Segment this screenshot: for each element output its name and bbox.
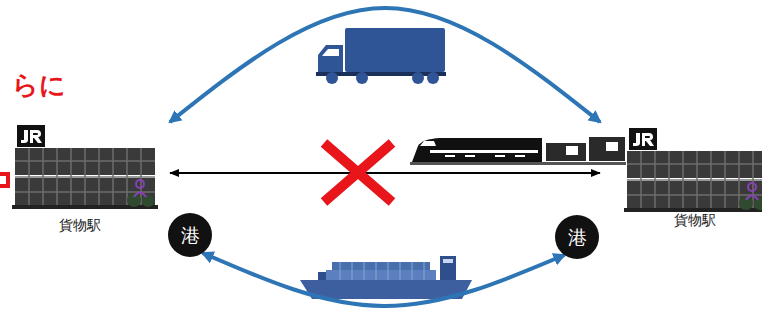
cut-text-fragment	[0, 174, 8, 186]
ship-icon	[440, 256, 456, 280]
truck-icon	[345, 28, 445, 72]
transport-arc-arrow	[203, 253, 565, 306]
ship-icon	[326, 270, 436, 280]
train-icon	[606, 142, 618, 151]
port-circle: 港	[168, 213, 212, 257]
cross-mark	[324, 143, 392, 202]
cross-mark	[324, 143, 392, 202]
train-icon	[430, 150, 538, 153]
port-circle: 港	[555, 215, 599, 259]
ship-icon	[340, 262, 424, 280]
truck-icon	[427, 72, 439, 84]
truck-icon	[322, 49, 339, 56]
station-building	[624, 128, 762, 212]
note-text: らに	[12, 68, 66, 103]
train-icon	[589, 137, 625, 161]
ship-icon	[318, 272, 326, 280]
train-icon	[420, 141, 436, 146]
truck-icon	[356, 72, 368, 84]
port-label: 港	[555, 215, 599, 259]
truck-icon	[326, 72, 338, 84]
train-icon	[445, 155, 525, 157]
train-icon	[410, 162, 626, 165]
port-label: 港	[168, 213, 212, 257]
train-icon	[566, 146, 578, 155]
station-node: 貨物駅	[600, 122, 762, 232]
station-building	[12, 125, 158, 209]
train-icon	[546, 143, 586, 161]
station-node: 貨物駅	[10, 122, 170, 237]
truck-icon	[318, 45, 343, 72]
truck-icon	[316, 28, 446, 84]
truck-icon	[412, 72, 424, 84]
rail-link-arrow	[170, 172, 600, 174]
transport-arc-arrow	[170, 8, 600, 122]
ship-icon	[332, 262, 430, 270]
ship-icon	[443, 259, 453, 263]
train-icon	[412, 138, 542, 162]
train-icon	[410, 137, 626, 165]
station-label: 貨物駅	[625, 212, 762, 230]
ship-icon	[300, 256, 472, 299]
station-label: 貨物駅	[10, 217, 150, 235]
